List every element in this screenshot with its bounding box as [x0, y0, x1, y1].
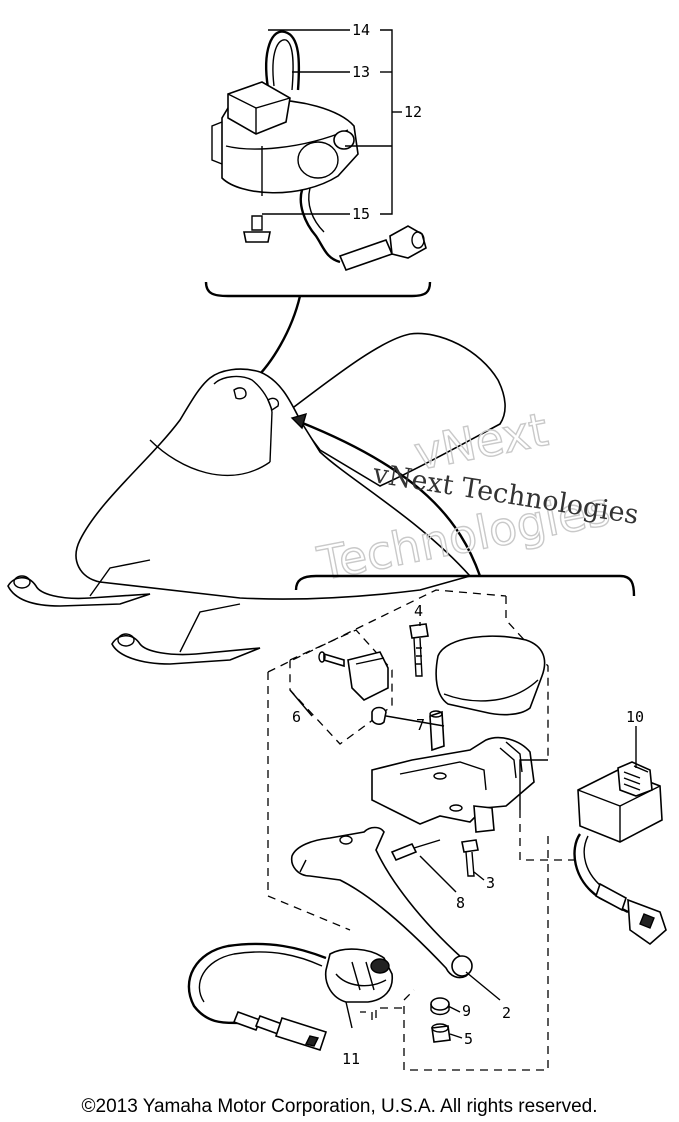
copyright-notice: ©2013 Yamaha Motor Corporation, U.S.A. A… — [81, 1096, 598, 1117]
lower-arrow — [299, 420, 482, 577]
callout-6: 6 — [292, 708, 301, 726]
callout-10: 10 — [626, 708, 644, 726]
top-callout-leaders — [262, 29, 402, 215]
callout-7: 7 — [416, 716, 425, 734]
callout-13: 13 — [352, 63, 370, 81]
callout-8: 8 — [456, 894, 465, 912]
snowmobile-outline — [7, 332, 506, 665]
callout-11: 11 — [342, 1050, 360, 1068]
lower-assembly — [187, 623, 667, 1052]
callout-9: 9 — [462, 1002, 471, 1020]
lower-detail-bracket — [294, 574, 636, 597]
callout-15: 15 — [352, 205, 370, 223]
lower-callout-leaders — [289, 622, 637, 1039]
assembly-boundary — [267, 589, 549, 1071]
callout-12: 12 — [404, 103, 422, 121]
callout-4: 4 — [414, 602, 423, 620]
top-arrow — [251, 295, 302, 383]
callout-14: 14 — [352, 21, 370, 39]
switch-box-assembly — [211, 30, 427, 272]
top-detail-bracket — [204, 281, 432, 298]
callout-2: 2 — [502, 1004, 511, 1022]
callout-5: 5 — [464, 1030, 473, 1048]
callout-3: 3 — [486, 874, 495, 892]
